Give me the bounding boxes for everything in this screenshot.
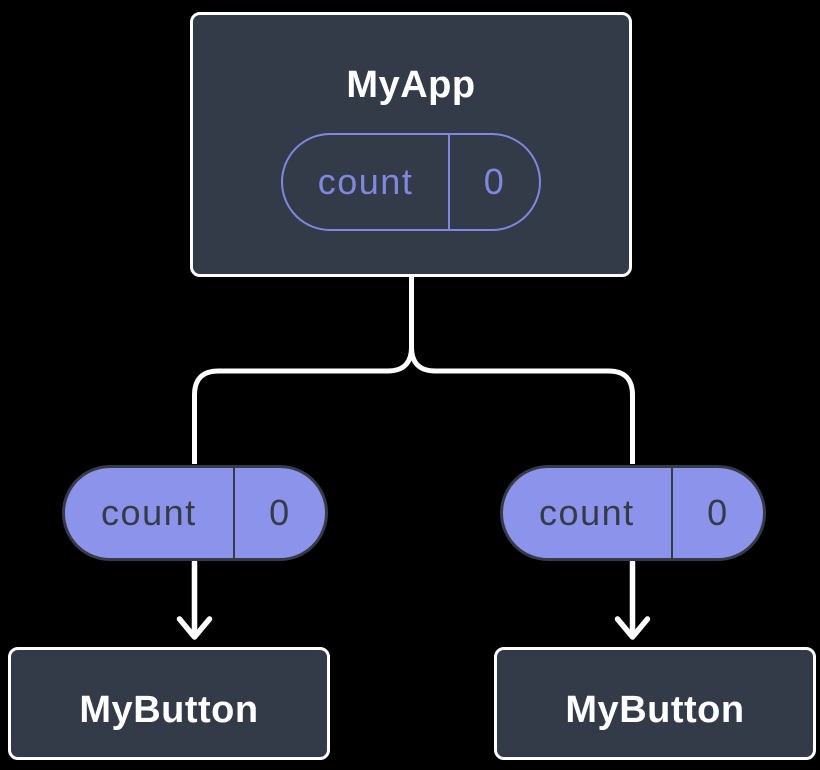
prop-pill-name: count [503,468,673,558]
prop-pill-left: count 0 [62,465,328,561]
component-title: MyApp [346,64,476,106]
mybutton-component-box-right: MyButton [494,647,816,760]
state-pill: count 0 [281,133,541,231]
prop-pill-value: 0 [269,492,291,533]
branch-right-connector [409,275,635,464]
state-pill-value: 0 [483,161,506,202]
prop-pill-value: 0 [707,492,729,533]
prop-pill-right: count 0 [500,465,766,561]
myapp-component-box: MyApp count 0 [190,12,632,277]
state-pill-name: count [283,135,451,229]
component-title: MyButton [565,688,745,731]
prop-pill-name: count [65,468,235,558]
branch-left-connector [192,275,414,464]
mybutton-component-box-left: MyButton [8,647,330,760]
arrow-down-icon-left [176,559,213,640]
arrow-down-icon-right [614,559,651,640]
component-title: MyButton [79,688,259,731]
